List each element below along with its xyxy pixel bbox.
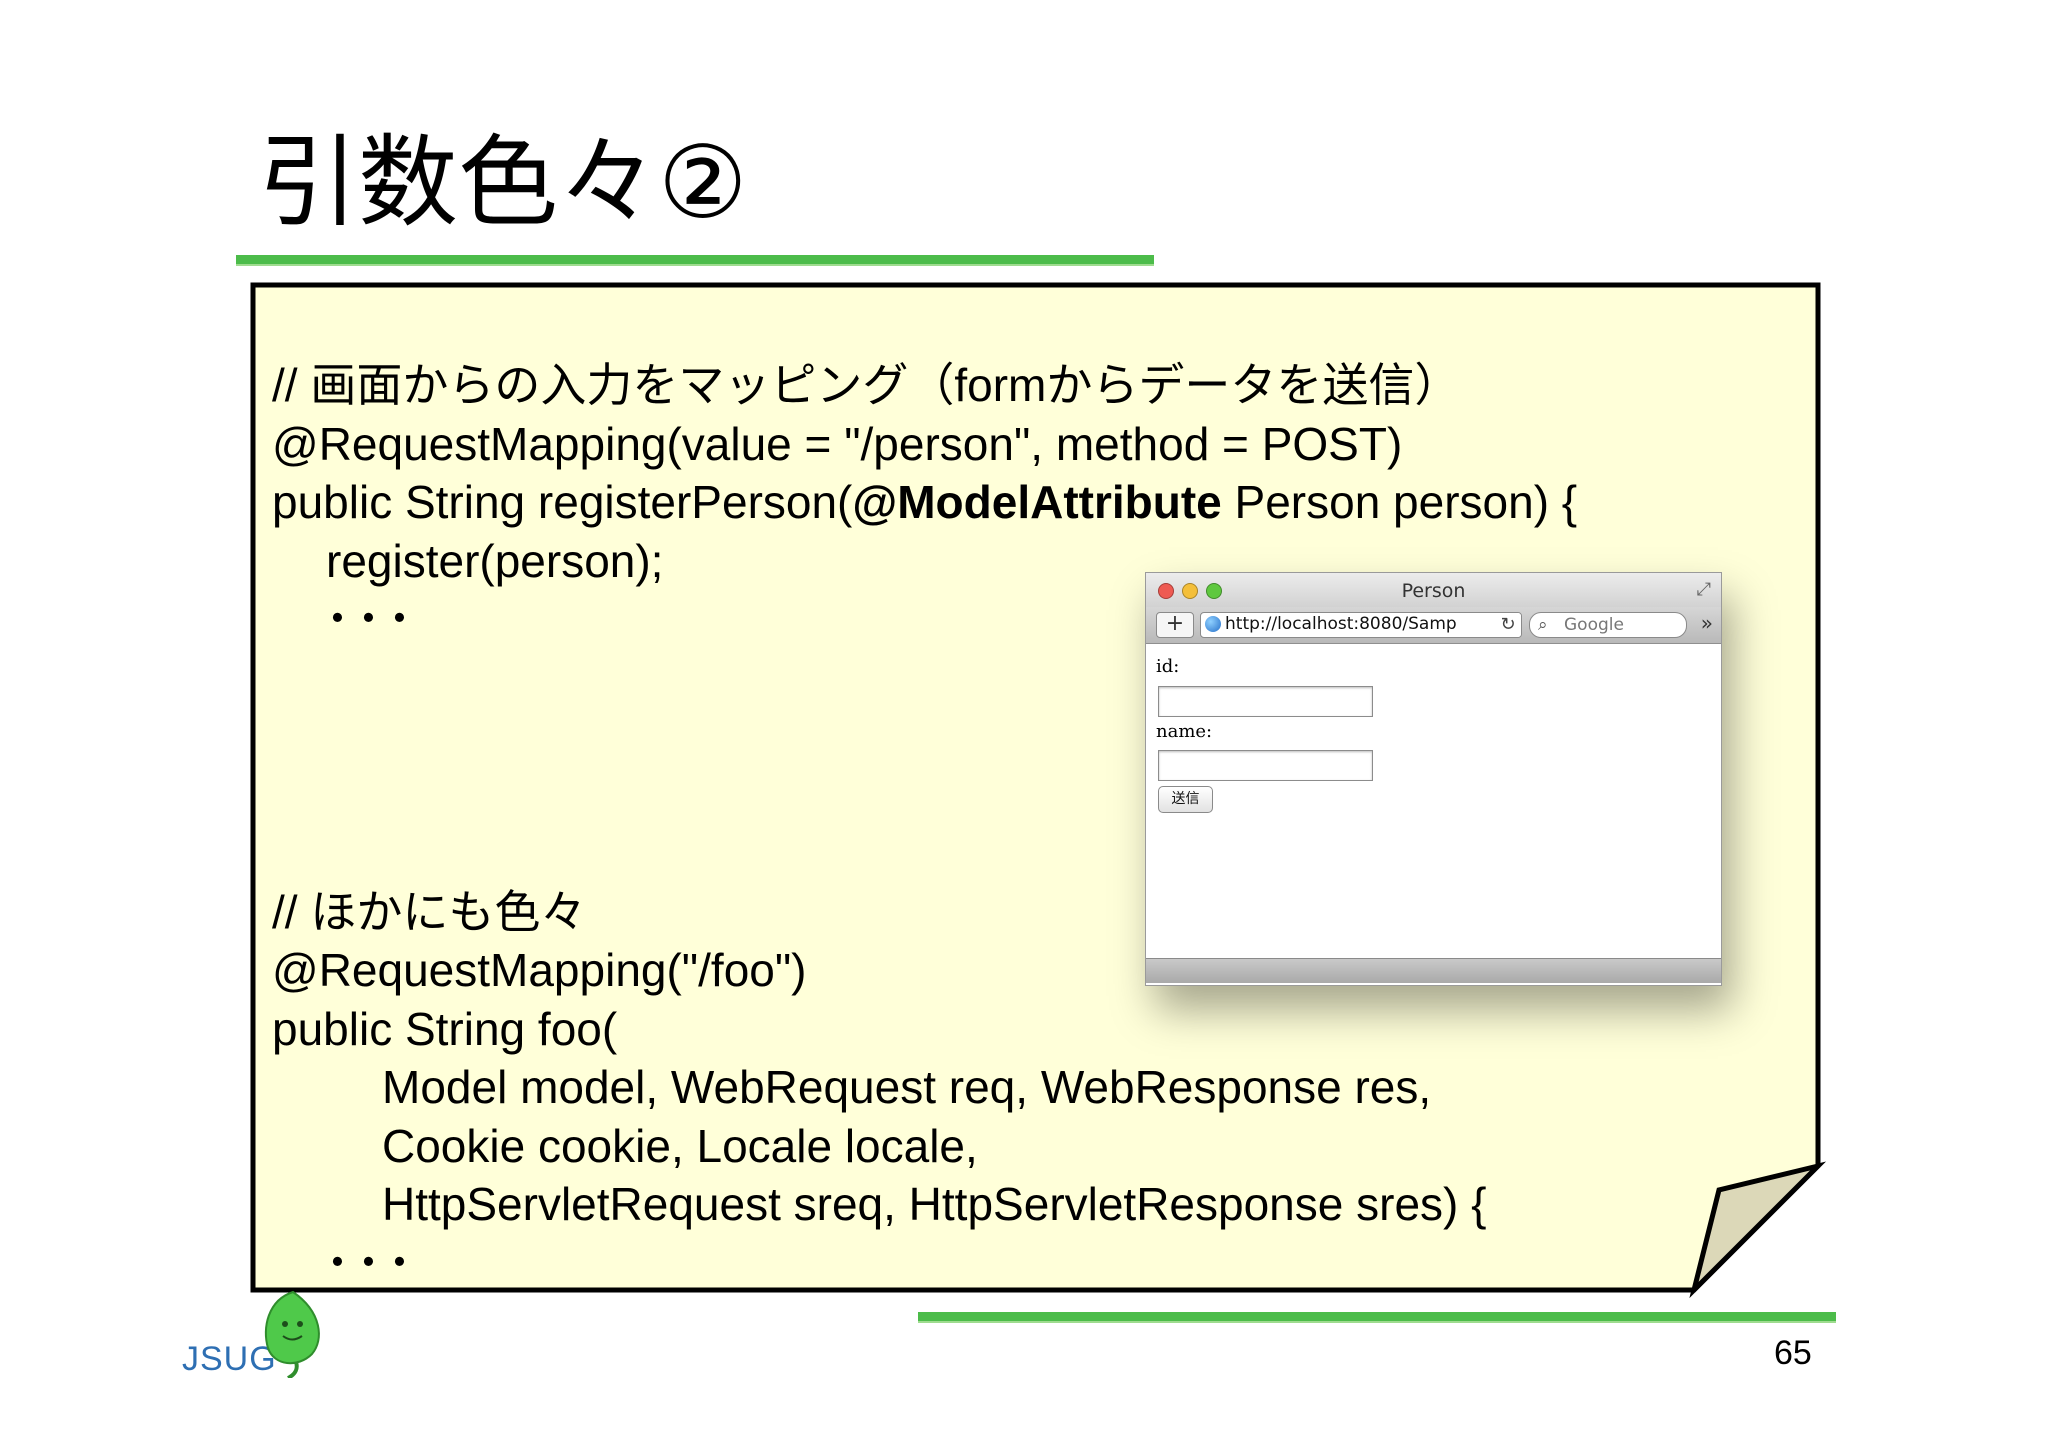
slide-title: 引数色々② (258, 124, 748, 241)
browser-window: Person ⤢ + http://localhost:8080/Samp ↻ … (1145, 572, 1722, 986)
code-request-mapping-person: @RequestMapping(value = "/person", metho… (272, 417, 1403, 470)
address-bar[interactable]: http://localhost:8080/Samp ↻ (1200, 612, 1522, 638)
fullscreen-icon[interactable]: ⤢ (1696, 579, 1711, 600)
page-number: 65 (1774, 1334, 1812, 1372)
code-register-call: register(person); (326, 534, 664, 587)
code-foo-params-2: Cookie cookie, Locale locale, (382, 1119, 978, 1172)
code-ellipsis: ･･･ (326, 593, 419, 645)
id-input[interactable] (1158, 686, 1373, 717)
browser-toolbar: + http://localhost:8080/Samp ↻ ⌕ Google … (1146, 607, 1721, 644)
code-comment-form: // 画面からの入力をマッピング（formからデータを送信） (272, 359, 1461, 411)
browser-statusbar (1146, 958, 1721, 983)
name-label: name: (1156, 721, 1213, 742)
leaf-mascot-icon (264, 1290, 320, 1378)
id-label: id: (1156, 656, 1180, 677)
code-model-attribute: @ModelAttribute (852, 476, 1222, 528)
browser-window-title: Person (1401, 580, 1466, 602)
footer-rule (918, 1312, 1836, 1321)
chevron-right-icon[interactable]: » (1700, 611, 1713, 635)
globe-icon (1205, 616, 1221, 632)
code-ellipsis: ･･･ (326, 1236, 419, 1289)
name-input[interactable] (1158, 750, 1373, 781)
code-comment-others: // ほかにも色々 (272, 885, 587, 938)
window-controls (1158, 583, 1222, 599)
search-placeholder: Google (1564, 615, 1624, 635)
logo-text: JSUG (182, 1340, 277, 1378)
browser-titlebar: Person ⤢ (1146, 573, 1721, 607)
submit-button[interactable]: 送信 (1158, 786, 1213, 813)
reload-icon[interactable]: ↻ (1495, 613, 1521, 637)
code-foo-params-3: HttpServletRequest sreq, HttpServletResp… (382, 1178, 1487, 1230)
page-curl (1689, 1161, 1827, 1299)
code-foo-signature: public String foo( (272, 1002, 618, 1055)
code-request-mapping-foo: @RequestMapping("/foo") (272, 944, 807, 996)
code-register-suffix: Person person) { (1221, 476, 1578, 528)
code-register-prefix: public String registerPerson( (272, 476, 853, 528)
title-underline (236, 255, 1154, 264)
search-icon: ⌕ (1538, 615, 1548, 635)
code-register-signature: public String registerPerson(@ModelAttri… (272, 473, 1577, 532)
minimize-icon[interactable] (1182, 583, 1198, 599)
address-url: http://localhost:8080/Samp (1225, 614, 1457, 634)
code-foo-params-1: Model model, WebRequest req, WebResponse… (382, 1061, 1432, 1113)
new-tab-button[interactable]: + (1156, 612, 1194, 638)
code-block: // 画面からの入力をマッピング（formからデータを送信） @RequestM… (272, 356, 1577, 1292)
search-input[interactable]: ⌕ Google (1529, 612, 1687, 638)
zoom-icon[interactable] (1206, 583, 1222, 599)
browser-content: id: name: 送信 (1146, 644, 1721, 958)
close-icon[interactable] (1158, 583, 1174, 599)
